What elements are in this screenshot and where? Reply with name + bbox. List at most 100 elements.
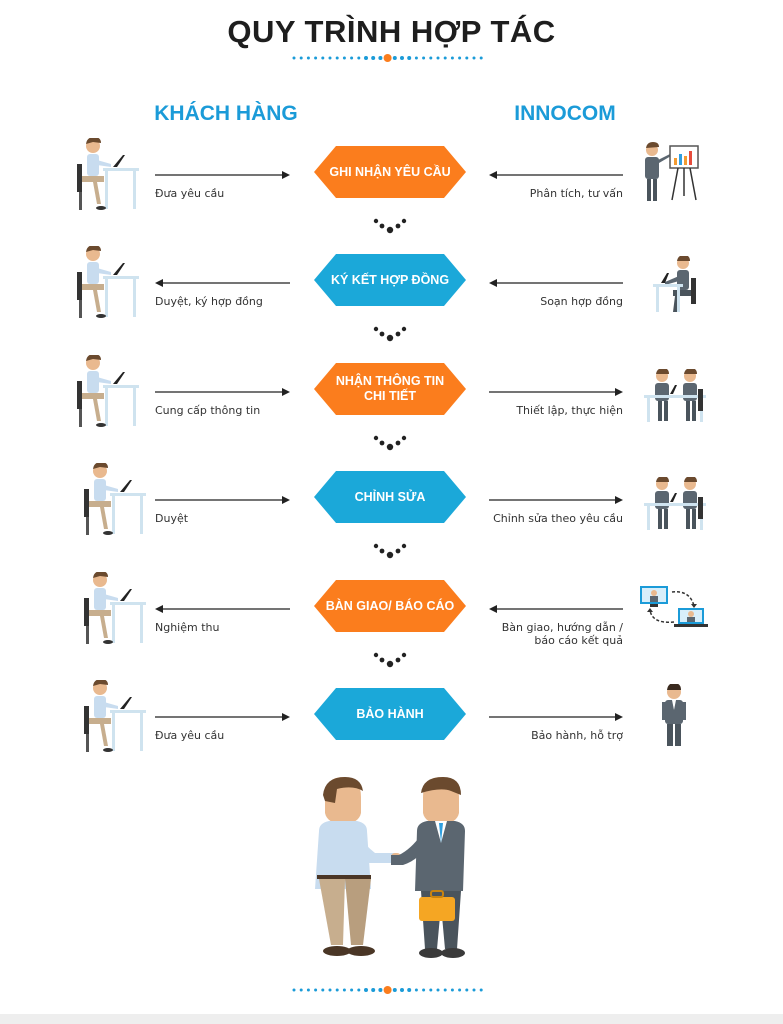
handshake-illustration bbox=[315, 777, 465, 958]
innocom-action-line: Soạn hợp đồng bbox=[540, 295, 623, 308]
divider-dot bbox=[458, 988, 462, 992]
step-connector-dots bbox=[373, 325, 407, 348]
divider-dot bbox=[400, 56, 404, 60]
divider-dot bbox=[479, 56, 483, 60]
divider-dot bbox=[400, 988, 404, 992]
page-title: QUY TRÌNH HỢP TÁC bbox=[227, 14, 556, 49]
step-title: CHỈNH SỬA bbox=[315, 471, 465, 523]
bottom-bar bbox=[0, 1014, 783, 1024]
right-arrow bbox=[489, 171, 623, 179]
column-heading-innocom: INNOCOM bbox=[514, 102, 616, 125]
divider-dot bbox=[342, 56, 346, 60]
divider-dot bbox=[465, 56, 469, 60]
left-arrow bbox=[155, 279, 290, 287]
divider-dot bbox=[450, 988, 454, 992]
step-title: BÀN GIAO/ BÁO CÁO bbox=[315, 580, 465, 632]
divider-dot bbox=[357, 56, 361, 60]
divider-dot bbox=[407, 56, 412, 60]
left-arrow bbox=[155, 605, 290, 613]
divider-dot bbox=[357, 988, 361, 992]
divider-dot bbox=[364, 56, 368, 60]
presenter-icon bbox=[638, 142, 700, 209]
bottom-dots-divider bbox=[292, 986, 483, 994]
divider-dot bbox=[371, 56, 376, 60]
customer-action-line: Cung cấp thông tin bbox=[155, 404, 261, 417]
worker-at-desk-icon bbox=[653, 255, 699, 319]
step-title: KÝ KẾT HỢP ĐỒNG bbox=[315, 254, 465, 306]
right-arrow bbox=[489, 279, 623, 287]
step-title-line: NHẬN THÔNG TIN bbox=[335, 374, 445, 388]
left-arrow bbox=[155, 713, 290, 721]
divider-dot bbox=[479, 988, 483, 992]
divider-dot bbox=[407, 988, 412, 992]
divider-dot bbox=[335, 56, 339, 60]
innocom-action-line: Bàn giao, hướng dẫn / bbox=[501, 621, 623, 634]
divider-dot bbox=[314, 988, 318, 992]
right-arrow bbox=[489, 713, 623, 721]
divider-dot bbox=[443, 988, 447, 992]
right-arrow bbox=[489, 605, 623, 613]
divider-dot bbox=[472, 56, 476, 60]
step-connector-dots bbox=[373, 434, 407, 457]
step-connector-dots bbox=[373, 217, 407, 240]
step-title-line: BÀN GIAO/ BÁO CÁO bbox=[325, 598, 455, 613]
divider-dot bbox=[429, 56, 433, 60]
innocom-action-line: báo cáo kết quả bbox=[534, 634, 623, 647]
step-title: BẢO HÀNH bbox=[315, 688, 465, 740]
customer-at-desk-icon bbox=[77, 354, 139, 434]
divider-dot bbox=[436, 988, 440, 992]
innocom-action-label: Chỉnh sửa theo yêu cầu bbox=[433, 512, 623, 525]
divider-dot bbox=[314, 56, 318, 60]
customer-at-desk-icon bbox=[77, 245, 139, 325]
customer-action-line: Nghiệm thu bbox=[155, 621, 220, 634]
divider-dot bbox=[299, 988, 303, 992]
step-title-line: CHỈNH SỬA bbox=[354, 489, 426, 504]
divider-dot bbox=[328, 56, 332, 60]
divider-dot bbox=[364, 988, 368, 992]
left-arrow bbox=[155, 496, 290, 504]
left-arrow bbox=[155, 388, 290, 396]
divider-dot bbox=[335, 988, 339, 992]
step-connector-dots bbox=[373, 651, 407, 674]
divider-dot bbox=[292, 988, 296, 992]
customer-at-desk-icon bbox=[77, 137, 139, 217]
divider-dot bbox=[414, 988, 418, 992]
divider-dot bbox=[472, 988, 476, 992]
divider-dot bbox=[328, 988, 332, 992]
customer-action-label: Đưa yêu cầu bbox=[155, 729, 224, 742]
divider-dot bbox=[378, 56, 383, 60]
divider-dot bbox=[392, 56, 397, 60]
divider-dot bbox=[458, 56, 462, 60]
step-title: GHI NHẬN YÊU CẦU bbox=[315, 146, 465, 198]
divider-dot bbox=[422, 988, 426, 992]
innocom-action-line: Thiết lập, thực hiện bbox=[516, 404, 623, 417]
divider-dot bbox=[321, 56, 325, 60]
video-call-icon bbox=[638, 584, 708, 635]
divider-dot bbox=[306, 56, 310, 60]
step-title-line: KÝ KẾT HỢP ĐỒNG bbox=[330, 272, 450, 287]
divider-dot bbox=[350, 56, 354, 60]
divider-dot bbox=[306, 988, 310, 992]
innocom-action-line: Bảo hành, hỗ trợ bbox=[531, 729, 623, 742]
customer-man-figure bbox=[315, 777, 401, 956]
divider-dot bbox=[378, 988, 383, 992]
title-dots-divider bbox=[292, 54, 483, 62]
customer-action-label: Nghiệm thu bbox=[155, 621, 219, 634]
divider-dot bbox=[414, 56, 418, 60]
innocom-man-figure bbox=[391, 777, 465, 958]
customer-action-label: Duyệt bbox=[155, 512, 188, 525]
divider-dot bbox=[429, 988, 433, 992]
customer-action-line: Duyệt bbox=[155, 512, 189, 525]
divider-dot bbox=[342, 988, 346, 992]
divider-dot bbox=[321, 988, 325, 992]
standing-man-icon bbox=[661, 683, 687, 753]
divider-dot bbox=[450, 56, 454, 60]
customer-action-label: Cung cấp thông tin bbox=[155, 404, 260, 417]
column-heading-customer: KHÁCH HÀNG bbox=[154, 102, 298, 125]
divider-dot bbox=[350, 988, 354, 992]
divider-dot bbox=[422, 56, 426, 60]
divider-dot bbox=[443, 56, 447, 60]
divider-dot bbox=[299, 56, 303, 60]
customer-at-desk-icon bbox=[84, 571, 146, 651]
